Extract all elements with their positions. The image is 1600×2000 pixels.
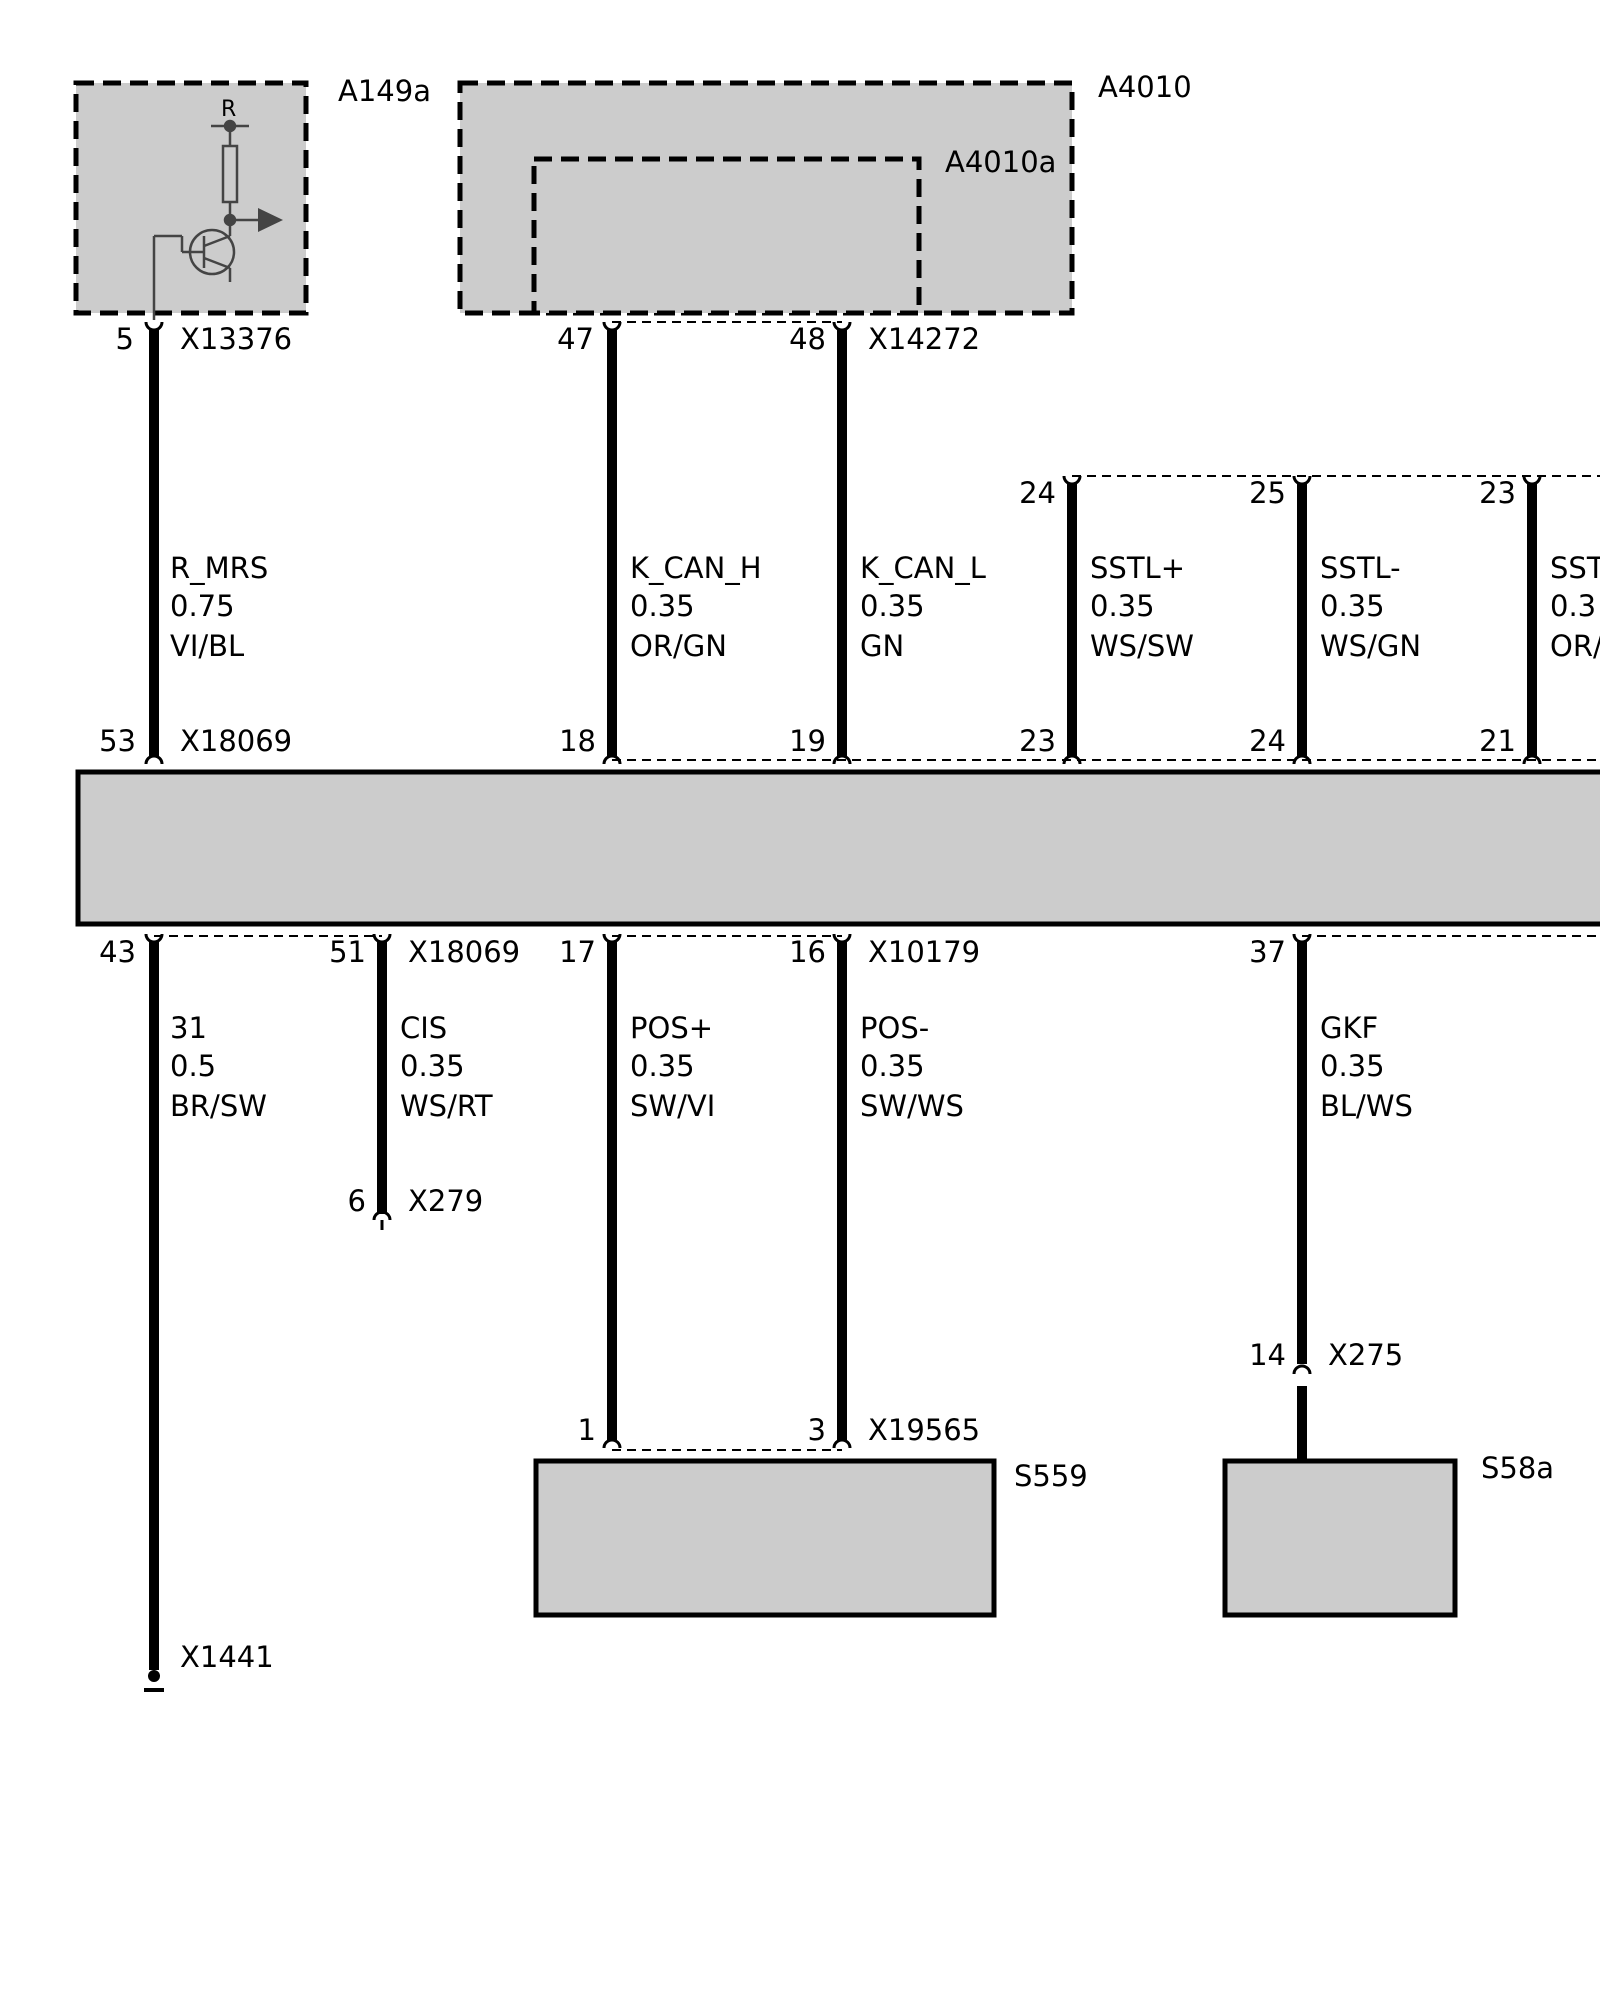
svg-text:R_MRS: R_MRS <box>170 551 268 585</box>
connector-x18069-top: X18069 <box>180 724 292 758</box>
svg-text:POS-: POS- <box>860 1011 929 1045</box>
svg-text:GKF: GKF <box>1320 1011 1378 1045</box>
svg-text:0.35: 0.35 <box>860 1049 925 1083</box>
transistor-resistor-label: R <box>221 97 236 122</box>
connector-x13376: X13376 <box>180 322 292 356</box>
connector-x279: X279 <box>408 1184 483 1218</box>
transistor-icon: R <box>152 97 283 320</box>
svg-text:31: 31 <box>170 1011 207 1045</box>
svg-text:K_CAN_H: K_CAN_H <box>630 551 762 585</box>
svg-text:WS/RT: WS/RT <box>400 1089 493 1123</box>
pin-43: 43 <box>99 935 136 969</box>
svg-text:0.35: 0.35 <box>630 589 695 623</box>
svg-text:0.35: 0.35 <box>1320 589 1385 623</box>
svg-text:SW/VI: SW/VI <box>630 1089 715 1123</box>
module-s58a[interactable] <box>1222 1458 1458 1618</box>
wire-label-sstl-3: SST 0.3 OR/ <box>1550 551 1600 663</box>
connector-x19565: X19565 <box>868 1413 980 1447</box>
pin-24-top: 24 <box>1019 476 1056 510</box>
wire-label-k-can-l: K_CAN_L 0.35 GN <box>860 551 986 663</box>
connector-x14272: X14272 <box>868 322 980 356</box>
pin-6: 6 <box>348 1184 366 1218</box>
module-a4010a[interactable] <box>531 156 922 316</box>
module-s559[interactable] <box>533 1458 997 1618</box>
pin-terminals <box>144 321 1542 1449</box>
wire-label-gkf: GKF 0.35 BL/WS <box>1320 1011 1413 1123</box>
svg-text:VI/BL: VI/BL <box>170 629 244 663</box>
svg-text:0.35: 0.35 <box>400 1049 465 1083</box>
svg-text:SSTL-: SSTL- <box>1320 551 1401 585</box>
wires <box>149 330 1537 1670</box>
pin-25-top: 25 <box>1249 476 1286 510</box>
svg-text:0.5: 0.5 <box>170 1049 216 1083</box>
pin-17: 17 <box>559 935 596 969</box>
svg-text:OR/: OR/ <box>1550 629 1600 663</box>
connector-x1441: X1441 <box>180 1640 274 1674</box>
svg-text:WS/SW: WS/SW <box>1090 629 1194 663</box>
svg-text:0.35: 0.35 <box>1320 1049 1385 1083</box>
wire-label-cis: CIS 0.35 WS/RT <box>400 1011 493 1123</box>
pin-47: 47 <box>557 322 594 356</box>
wire-label-pos-plus: POS+ 0.35 SW/VI <box>630 1011 715 1123</box>
svg-text:OR/GN: OR/GN <box>630 629 727 663</box>
pin-19: 19 <box>789 724 826 758</box>
wire-label-k-can-h: K_CAN_H 0.35 OR/GN <box>630 551 762 663</box>
pin-3: 3 <box>808 1413 826 1447</box>
connector-x275: X275 <box>1328 1338 1403 1372</box>
svg-text:0.35: 0.35 <box>860 589 925 623</box>
svg-text:0.35: 0.35 <box>630 1049 695 1083</box>
svg-text:K_CAN_L: K_CAN_L <box>860 551 986 585</box>
pin-16: 16 <box>789 935 826 969</box>
wire-label-31: 31 0.5 BR/SW <box>170 1011 267 1123</box>
pin-23-mid: 23 <box>1019 724 1056 758</box>
module-s559-label: S559 <box>1014 1459 1088 1493</box>
connector-group-lines <box>154 321 1600 1451</box>
pin-24-mid: 24 <box>1249 724 1286 758</box>
connector-x10179: X10179 <box>868 935 980 969</box>
module-s58a-label: S58a <box>1481 1451 1554 1485</box>
svg-text:BR/SW: BR/SW <box>170 1089 267 1123</box>
pin-53: 53 <box>99 724 136 758</box>
pin-23-top: 23 <box>1479 476 1516 510</box>
wire-label-r-mrs: R_MRS 0.75 VI/BL <box>170 551 268 663</box>
svg-text:SSTL+: SSTL+ <box>1090 551 1185 585</box>
wire-label-sstl-minus: SSTL- 0.35 WS/GN <box>1320 551 1421 663</box>
pin-18: 18 <box>559 724 596 758</box>
svg-text:0.75: 0.75 <box>170 589 235 623</box>
svg-text:BL/WS: BL/WS <box>1320 1089 1413 1123</box>
module-a149a-label: A149a <box>338 74 431 108</box>
pin-51: 51 <box>329 935 366 969</box>
pin-14: 14 <box>1249 1338 1286 1372</box>
pin-48: 48 <box>789 322 826 356</box>
wire-label-sstl-plus: SSTL+ 0.35 WS/SW <box>1090 551 1194 663</box>
wire-label-pos-minus: POS- 0.35 SW/WS <box>860 1011 964 1123</box>
pin-37: 37 <box>1249 935 1286 969</box>
svg-text:0.35: 0.35 <box>1090 589 1155 623</box>
module-a149a[interactable] <box>73 80 309 316</box>
svg-text:SW/WS: SW/WS <box>860 1089 964 1123</box>
pin-1: 1 <box>578 1413 596 1447</box>
svg-text:POS+: POS+ <box>630 1011 713 1045</box>
module-a4010-label: A4010 <box>1098 70 1192 104</box>
svg-text:SST: SST <box>1550 551 1600 585</box>
svg-text:GN: GN <box>860 629 904 663</box>
pin-21: 21 <box>1479 724 1516 758</box>
ground-icon <box>144 1670 164 1692</box>
svg-text:0.3: 0.3 <box>1550 589 1596 623</box>
svg-text:WS/GN: WS/GN <box>1320 629 1421 663</box>
connector-x18069-bottom: X18069 <box>408 935 520 969</box>
pin-5: 5 <box>116 322 134 356</box>
module-a4010a-label: A4010a <box>945 145 1056 179</box>
control-unit-box[interactable] <box>75 769 1600 927</box>
svg-text:CIS: CIS <box>400 1011 447 1045</box>
